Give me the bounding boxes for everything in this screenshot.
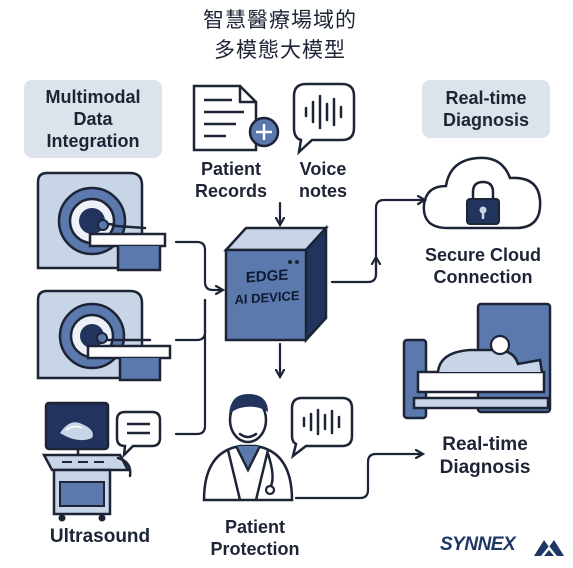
voice-notes-label-1: Voice <box>299 159 347 179</box>
chat-bubble-icon <box>115 410 162 459</box>
patient-records-label-2: Records <box>194 181 268 201</box>
multimodal-tag <box>24 80 162 158</box>
brand-logo-text: SYNNEX <box>440 534 516 555</box>
realtime-diagnosis-label-1: Real-time <box>442 434 528 455</box>
title-line-1: 智慧醫療場域的 <box>203 8 357 32</box>
cloud-lock-icon <box>422 156 542 230</box>
realtime-tag-label-2: Diagnosis <box>442 110 530 130</box>
hospital-bed-icon <box>402 302 552 420</box>
edge-ai-device-icon <box>223 224 329 344</box>
realtime-tag-label-1: Real-time <box>445 88 527 108</box>
doctor-icon <box>202 394 294 502</box>
ultrasound-machine-icon <box>41 401 132 522</box>
mri-scanner-icon <box>36 171 167 272</box>
secure-cloud-label-1: Secure Cloud <box>424 245 542 265</box>
ultrasound-label: Ultrasound <box>49 526 151 547</box>
multimodal-label-3: Integration <box>46 131 140 151</box>
multimodal-label-1: Multimodal <box>45 87 141 107</box>
connector-lines <box>174 200 424 500</box>
ct-scanner-icon <box>36 289 172 382</box>
voice-bubble-icon <box>292 82 356 156</box>
realtime-diagnosis-label-2: Diagnosis <box>439 457 531 478</box>
realtime-tag <box>422 80 550 138</box>
patient-records-label-1: Patient <box>200 159 261 179</box>
patient-protection-label-1: Patient <box>224 517 285 537</box>
title-line-2: 多模態大模型 <box>214 38 346 62</box>
patient-protection-label-2: Protection <box>210 539 300 559</box>
voice-notes-label-2: notes <box>298 181 347 201</box>
multimodal-label-2: Data <box>73 109 113 129</box>
voice-bubble-icon <box>290 396 354 460</box>
brand-logo-icon <box>534 540 564 556</box>
secure-cloud-label-2: Connection <box>433 267 533 287</box>
document-icon <box>192 84 280 152</box>
